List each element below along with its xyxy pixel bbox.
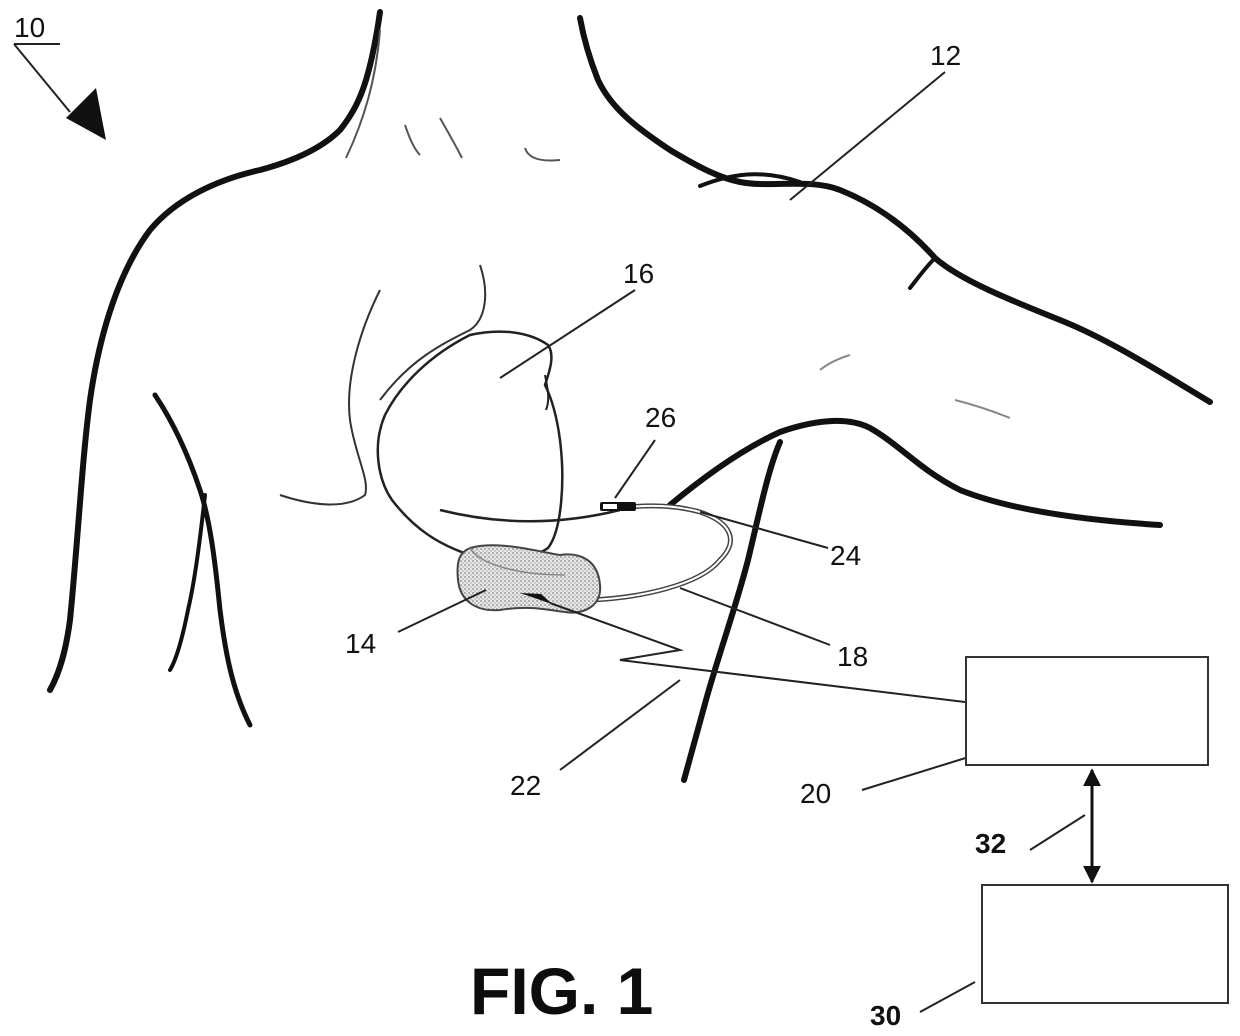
clavicle-mark-2 bbox=[440, 118, 462, 158]
right-underarm-line bbox=[670, 421, 1160, 525]
rib-faint-1 bbox=[820, 355, 850, 370]
ref-14: 14 bbox=[345, 630, 376, 658]
rib-faint-2 bbox=[955, 400, 1010, 418]
implanted-device bbox=[458, 545, 601, 612]
ref-10: 10 bbox=[14, 14, 45, 42]
pectoral-line bbox=[280, 290, 380, 504]
external-device-box bbox=[965, 656, 1209, 766]
ref-26: 26 bbox=[645, 404, 676, 432]
left-torso-line bbox=[155, 395, 250, 725]
leader-22 bbox=[560, 680, 680, 770]
leader-12 bbox=[790, 72, 945, 200]
clavicle-mark-3 bbox=[525, 148, 560, 161]
lead-wire bbox=[590, 506, 730, 600]
remote-server-box bbox=[981, 884, 1229, 1004]
ref-32: 32 bbox=[975, 830, 1006, 858]
ref-22: 22 bbox=[510, 772, 541, 800]
leader-24 bbox=[700, 512, 828, 548]
heart-lower-curve bbox=[440, 510, 620, 521]
left-arm-inner-line bbox=[170, 495, 205, 670]
ref-30: 30 bbox=[870, 1002, 901, 1030]
leader-18 bbox=[680, 588, 830, 645]
figure-caption: FIG. 1 bbox=[470, 958, 653, 1024]
clavicle-mark-1 bbox=[405, 125, 420, 155]
wireless-link-line bbox=[550, 603, 1030, 710]
ref-16: 16 bbox=[623, 260, 654, 288]
ref-18: 18 bbox=[837, 643, 868, 671]
heart-outline bbox=[378, 332, 562, 561]
leader-14 bbox=[398, 590, 486, 632]
ref-20: 20 bbox=[800, 780, 831, 808]
right-arm-crease bbox=[910, 258, 935, 288]
right-shoulder-outline bbox=[580, 18, 1210, 402]
ref-24: 24 bbox=[830, 542, 861, 570]
lead-wire-inner bbox=[590, 506, 730, 600]
ref-12: 12 bbox=[930, 42, 961, 70]
leader-30 bbox=[920, 982, 975, 1012]
chest-line bbox=[380, 265, 485, 400]
leader-26 bbox=[615, 440, 655, 498]
right-torso-line bbox=[684, 442, 780, 780]
system-arrow bbox=[66, 88, 106, 140]
leader-32 bbox=[1030, 815, 1085, 850]
